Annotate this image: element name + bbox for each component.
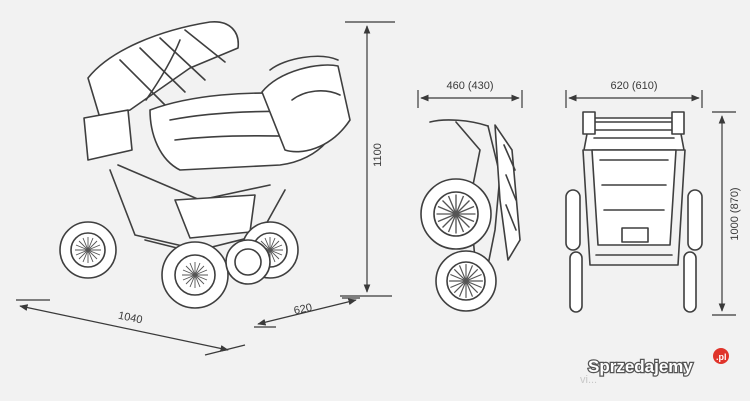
logo-red-dot — [713, 348, 729, 364]
shopping-basket — [174, 194, 256, 239]
front-width-label: 620 (610) — [610, 80, 657, 92]
logo-brand-text: Sprzedajemy — [588, 357, 693, 376]
front-view-rear-wheel-left — [565, 189, 581, 251]
sprzedajemy-logo: Sprzedajemy .pl — [587, 348, 729, 377]
front-view-front-wheel-left — [569, 251, 583, 313]
faint-watermark-text: vi... — [580, 374, 597, 386]
canopy-flap — [83, 109, 133, 161]
width-side-label: 620 — [293, 302, 313, 318]
front-wheel-right — [225, 239, 271, 285]
dimension-height: 1100 — [340, 21, 395, 297]
rear-wheel-right — [161, 241, 229, 309]
handle-bar — [145, 39, 181, 101]
stroller-front-view — [565, 111, 703, 313]
length-label: 1040 — [117, 310, 143, 327]
folded-width-label: 460 (430) — [446, 80, 493, 92]
front-height-label: 1000 (870) — [729, 187, 741, 240]
dimension-front-height: 1000 (870) — [712, 111, 741, 316]
dimension-length: 1040 — [16, 299, 246, 356]
dimension-folded-width: 460 (430) — [417, 80, 523, 108]
height-label: 1100 — [372, 143, 384, 167]
folded-wheel-upper — [420, 178, 492, 250]
changing-bag — [261, 64, 351, 153]
front-basket — [621, 227, 649, 243]
front-view-front-wheel-right — [683, 251, 697, 313]
stroller-folded-view — [420, 119, 521, 312]
logo-suffix-text: .pl — [716, 352, 727, 362]
dimension-width-side: 620 — [254, 297, 360, 328]
rear-wheel-left — [59, 221, 117, 279]
dimension-front-width: 620 (610) — [565, 80, 703, 108]
stroller-side-view — [59, 21, 351, 309]
folded-wheel-lower — [435, 250, 497, 312]
front-view-rear-wheel-right — [687, 189, 703, 251]
